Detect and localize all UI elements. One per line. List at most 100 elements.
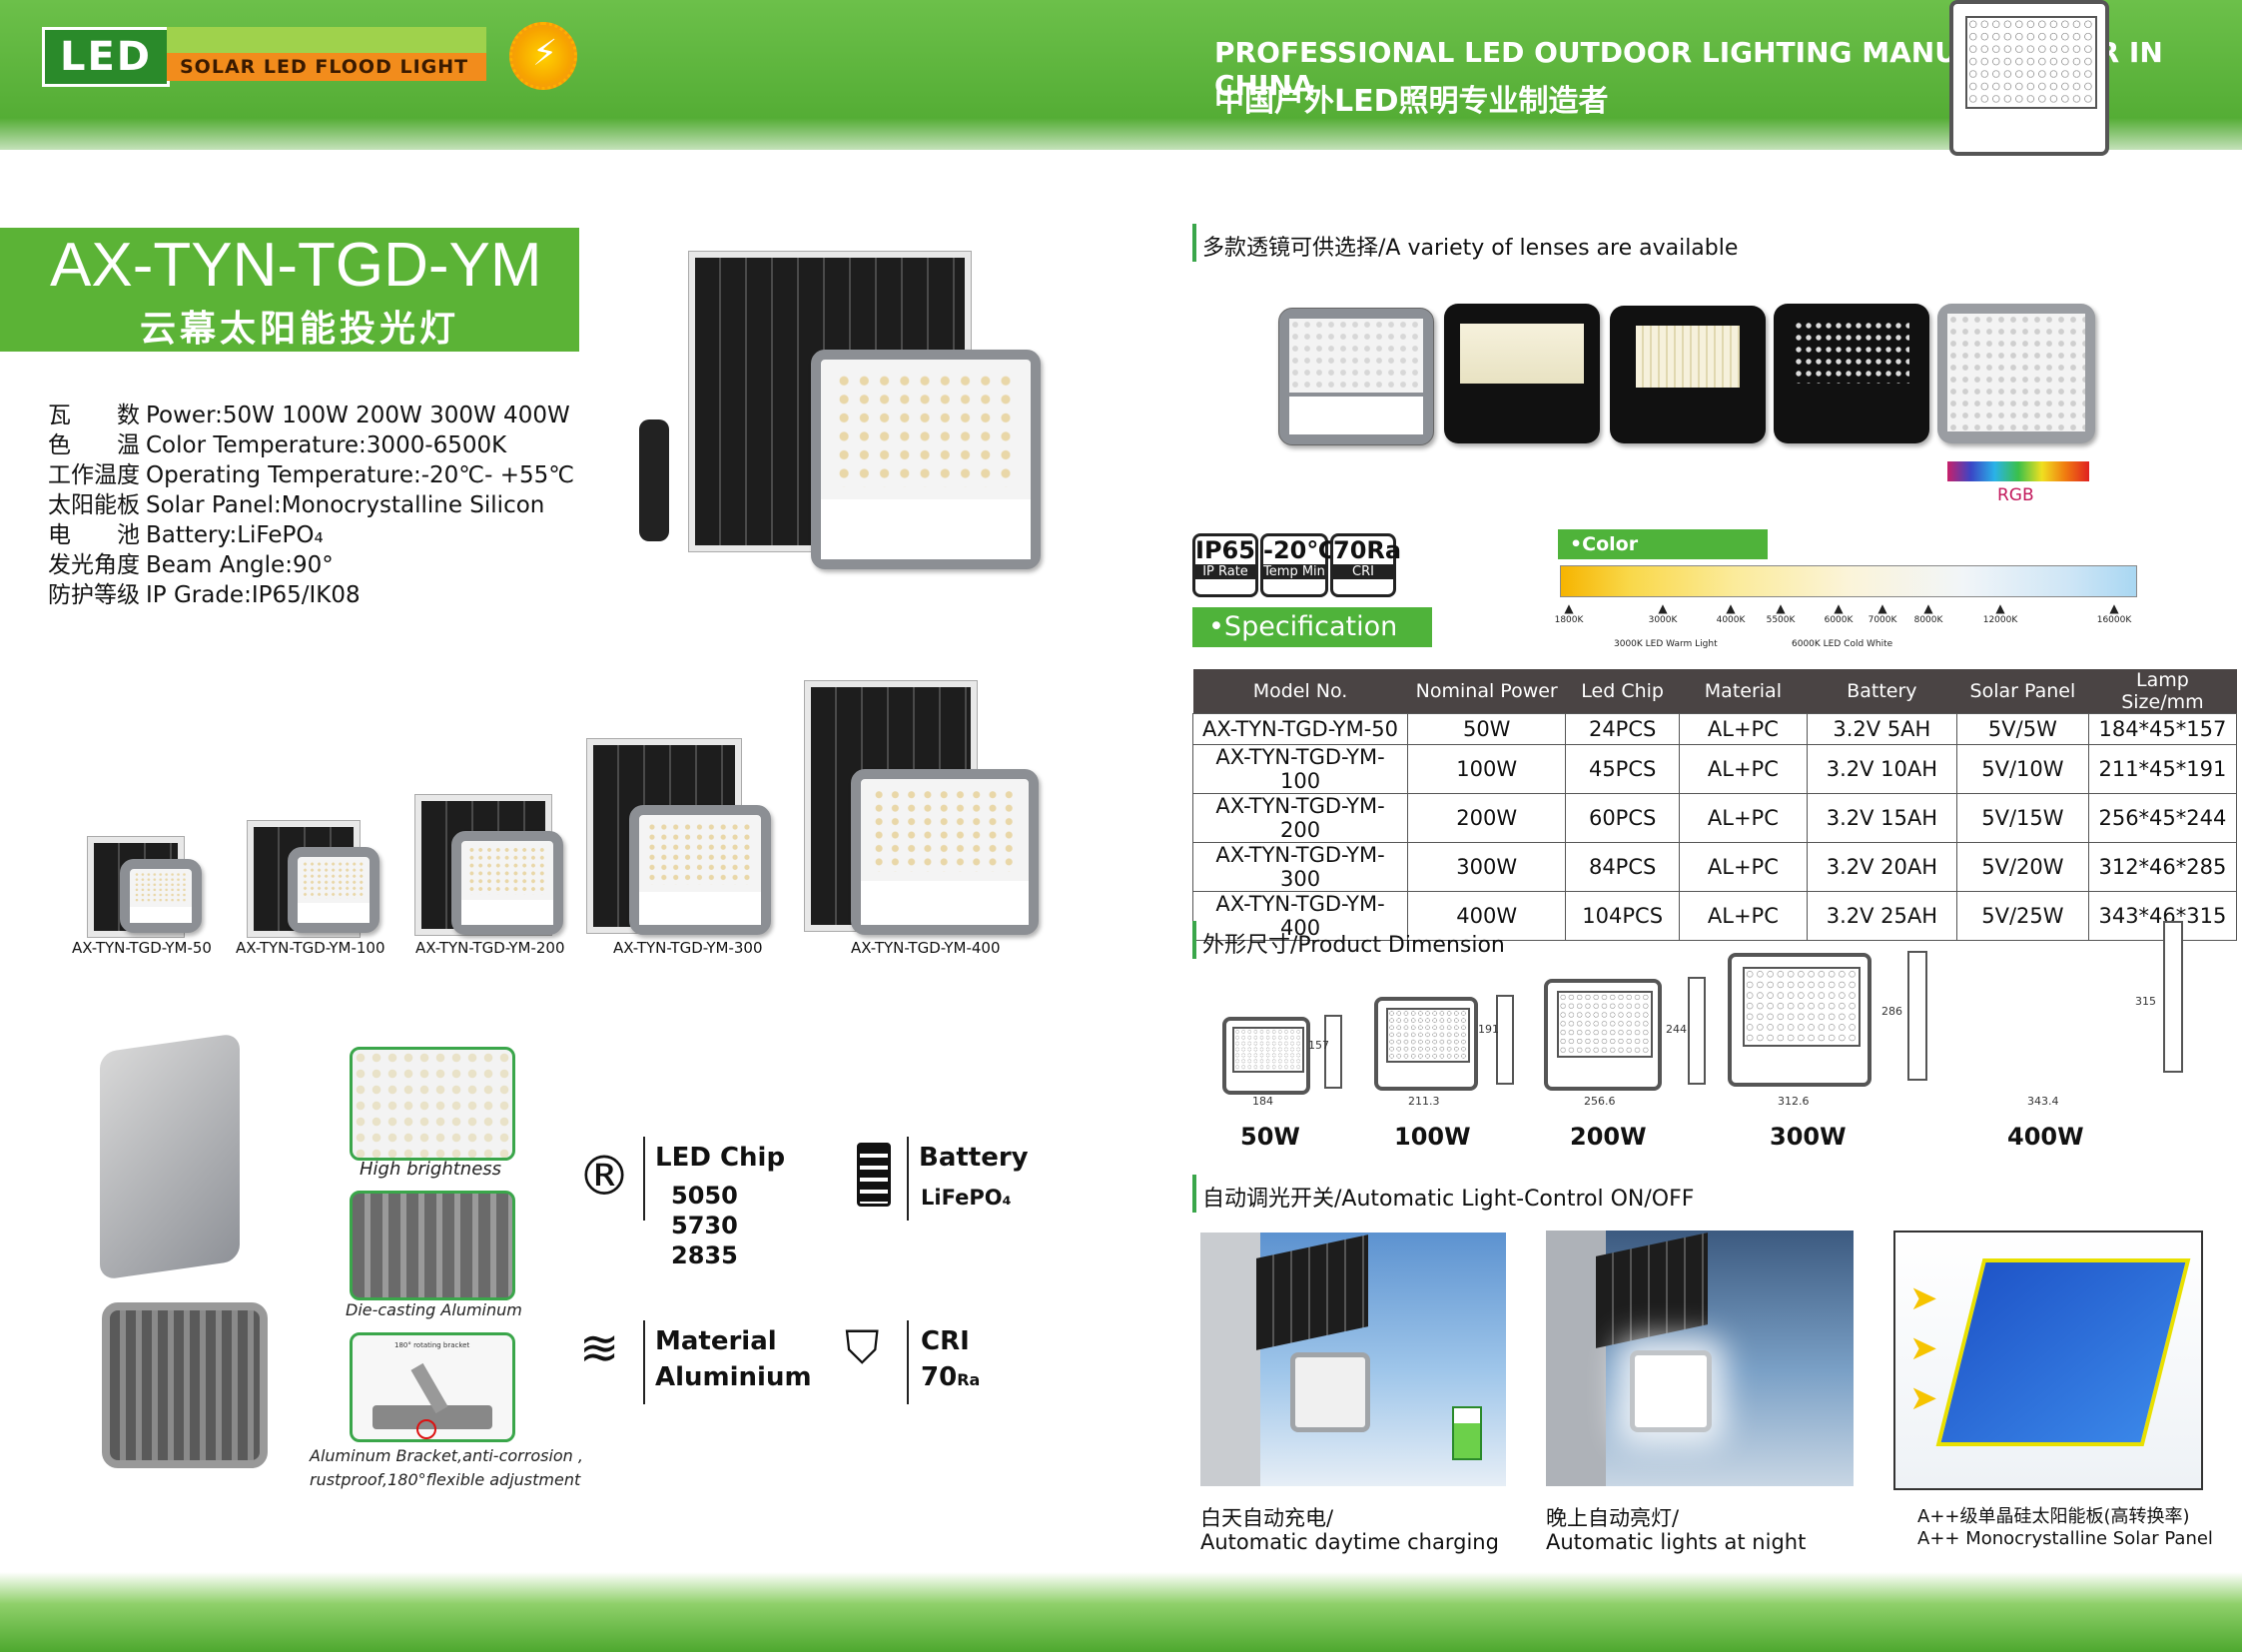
lens-option-3 <box>1610 306 1766 443</box>
cell: 84PCS <box>1565 842 1680 892</box>
logo-strip <box>167 27 486 81</box>
logo-subtitle: SOLAR LED FLOOD LIGHT <box>180 56 469 78</box>
color-temperature-tag: •Color Temperature <box>1558 529 1768 585</box>
lens-option-4 <box>1774 304 1929 443</box>
dimension-heading: 外形尺寸/Product Dimension <box>1202 933 1505 958</box>
dim-lamp-200 <box>1544 979 1662 1091</box>
cell: 184*45*157 <box>2087 713 2238 745</box>
variant-label-100: AX-TYN-TGD-YM-100 <box>236 939 385 957</box>
divider-cri <box>907 1320 909 1404</box>
divider-material <box>643 1320 645 1404</box>
cell: 200W <box>1407 793 1567 843</box>
caption-night-cn: 晚上自动亮灯/ <box>1546 1506 1680 1530</box>
caption-die-casting: Die-casting Aluminum <box>346 1300 522 1319</box>
dim-h-400: 315 <box>2135 995 2156 1008</box>
cell: 24PCS <box>1565 713 1680 745</box>
cell: 104PCS <box>1565 891 1680 941</box>
th-material: Material <box>1679 669 1808 714</box>
caption-panel-cn: A++级单晶硅太阳能板(高转换率) <box>1917 1506 2190 1527</box>
cri-title: CRI <box>921 1326 970 1356</box>
variant-lamp-100 <box>288 847 379 933</box>
model-name-cn: 云幕太阳能投光灯 <box>140 309 460 350</box>
daytime-charging-photo <box>1200 1233 1506 1486</box>
cell: 3.2V 10AH <box>1806 744 1957 794</box>
monocrystalline-panel-photo: ➤ ➤ ➤ <box>1893 1231 2203 1490</box>
divider-battery <box>907 1137 909 1221</box>
led-chip-title: LED Chip <box>655 1143 786 1173</box>
footer-band <box>0 1572 2242 1652</box>
lenses-heading-bar <box>1192 224 1196 262</box>
variant-label-50: AX-TYN-TGD-YM-50 <box>72 939 212 957</box>
cell: 5V/20W <box>1955 842 2089 892</box>
sun-bolt-icon: ⚡ <box>509 22 577 90</box>
specification-tag: •Specification <box>1192 607 1432 647</box>
ct-mark-3000: ▲3000K <box>1648 601 1678 625</box>
night-lighting-photo <box>1546 1231 1854 1486</box>
remote-control <box>639 419 669 541</box>
caption-high-brightness: High brightness <box>360 1159 502 1180</box>
cell: 5V/10W <box>1955 744 2089 794</box>
rgb-color-strip <box>1947 461 2089 481</box>
logo-led: LED <box>42 27 170 87</box>
caption-daytime-en: Automatic daytime charging <box>1200 1530 1499 1554</box>
dim-side-400 <box>2163 921 2183 1073</box>
dim-h-200: 244 <box>1666 1023 1687 1036</box>
ct-mark-4000: ▲4000K <box>1716 601 1746 625</box>
cell: 5V/5W <box>1955 713 2089 745</box>
ct-note-cold: 6000K LED Cold White <box>1792 639 1893 649</box>
bracket-image: 180° rotating bracket <box>350 1332 515 1442</box>
auto-heading-bar <box>1192 1175 1196 1213</box>
th-solar: Solar Panel <box>1956 669 2089 714</box>
caption-panel-en: A++ Monocrystalline Solar Panel <box>1917 1528 2213 1549</box>
variant-label-300: AX-TYN-TGD-YM-300 <box>613 939 763 957</box>
cell: 211*45*191 <box>2087 744 2238 794</box>
die-casting-image <box>350 1191 515 1300</box>
dim-w-300: 312.6 <box>1778 1095 1810 1108</box>
th-power: Nominal Power <box>1407 669 1566 714</box>
cell: 3.2V 5AH <box>1806 713 1957 745</box>
bracket-note: 180° rotating bracket <box>394 1341 470 1349</box>
led-chip-5050: 5050 <box>671 1182 738 1210</box>
material-value: Aluminium <box>655 1362 812 1392</box>
dim-side-100 <box>1496 995 1514 1085</box>
cell: 5V/15W <box>1955 793 2089 843</box>
th-chip: Led Chip <box>1565 669 1680 714</box>
battery-title: Battery <box>919 1143 1029 1173</box>
divider-led-chip <box>643 1137 645 1221</box>
spec-table-header: Model No. Nominal Power Led Chip Materia… <box>1192 669 2237 714</box>
cell: AL+PC <box>1678 713 1808 745</box>
dim-w-200: 256.6 <box>1584 1095 1616 1108</box>
led-chip-5730: 5730 <box>671 1212 738 1239</box>
variant-label-200: AX-TYN-TGD-YM-200 <box>415 939 565 957</box>
cell: 400W <box>1407 891 1567 941</box>
dim-side-300 <box>1907 951 1927 1081</box>
dim-w-50: 184 <box>1252 1095 1273 1108</box>
th-model: Model No. <box>1192 669 1408 714</box>
dim-w-100: 211.3 <box>1408 1095 1440 1108</box>
color-temperature-gradient <box>1560 565 2137 597</box>
led-chip-2835: 2835 <box>671 1241 738 1269</box>
ct-mark-8000: ▲8000K <box>1913 601 1943 625</box>
battery-value: LiFePO₄ <box>921 1186 1012 1210</box>
dim-lamp-50 <box>1222 1017 1310 1095</box>
cell: AX-TYN-TGD-YM-100 <box>1191 744 1409 794</box>
battery-icon <box>857 1143 891 1207</box>
th-size: Lamp Size/mm <box>2088 669 2237 714</box>
dim-h-300: 286 <box>1881 1005 1902 1018</box>
ct-mark-7000: ▲7000K <box>1868 601 1897 625</box>
shield-eye-icon: ⛉ <box>845 1320 880 1374</box>
cell: 3.2V 15AH <box>1806 793 1957 843</box>
cell: 60PCS <box>1565 793 1680 843</box>
dim-w-400: 343.4 <box>2027 1095 2059 1108</box>
ct-note-warm: 3000K LED Warm Light <box>1614 639 1718 649</box>
dim-watt-200: 200W <box>1570 1123 1647 1151</box>
tagline-cn: 中国户外LED照明专业制造者 <box>1214 84 1609 119</box>
title-bar <box>0 228 579 352</box>
